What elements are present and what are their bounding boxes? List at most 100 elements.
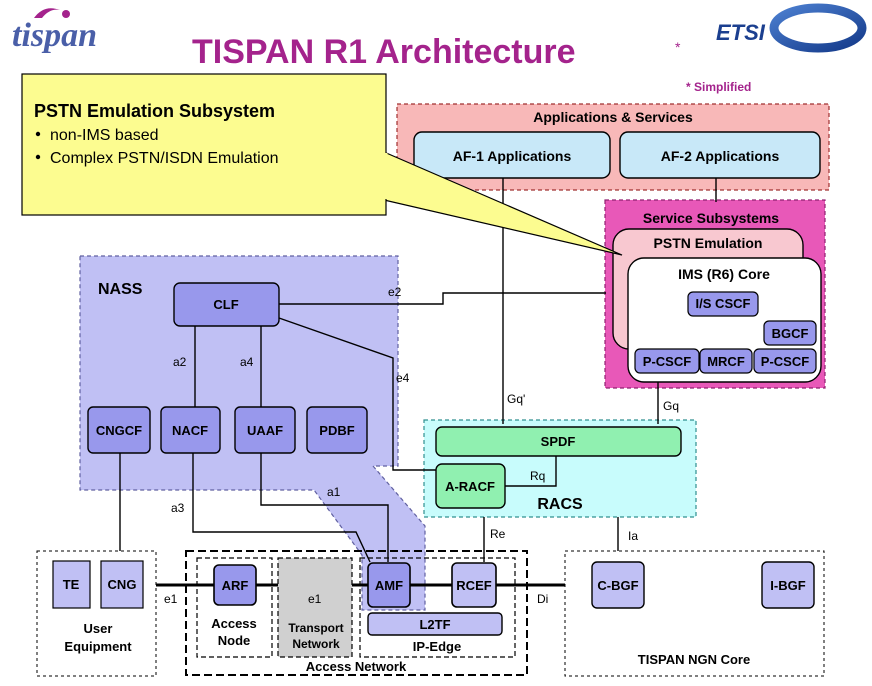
cngcf-label: CNGCF [96, 423, 142, 438]
tispan-logo-dot [62, 10, 70, 18]
link-label-a2: a2 [173, 355, 187, 369]
mrcf-label: MRCF [707, 354, 745, 369]
tispan-logo-text: tispan [12, 17, 97, 54]
link-a3 [192, 453, 371, 563]
link-label-ia: Ia [628, 529, 638, 543]
link-label-a4: a4 [240, 355, 254, 369]
callout-title: PSTN Emulation Subsystem [34, 101, 275, 121]
link-label-re: Re [490, 527, 506, 541]
link-e2 [279, 292, 606, 305]
bgcf-node[interactable] [763, 320, 817, 346]
af1-applications-label: AF-1 Applications [453, 148, 572, 164]
i-bgf-label: I-BGF [770, 578, 805, 593]
callout-bullet-dot-2 [35, 154, 41, 160]
link-a1 [260, 453, 389, 562]
cng-node[interactable] [100, 560, 144, 609]
p-cscf-label-1: P-CSCF [643, 354, 691, 369]
ip-edge-group [359, 557, 516, 658]
link-e4 [278, 317, 436, 471]
l2tf-label: L2TF [419, 617, 450, 632]
link-rq [505, 456, 557, 487]
ip-edge-label: IP-Edge [413, 639, 461, 654]
service-subsystems-title: Service Subsystems [643, 210, 779, 226]
tispan-logo-swoosh [34, 8, 60, 18]
uaaf-label: UAAF [247, 423, 283, 438]
rcef-label: RCEF [456, 578, 491, 593]
amf-node[interactable] [367, 562, 411, 608]
ngn-core-label: TISPAN NGN Core [638, 652, 750, 667]
spdf-label: SPDF [541, 434, 576, 449]
access-network-label: Access Network [306, 659, 407, 674]
amf-label: AMF [375, 578, 403, 593]
callout-bullet-dot-1 [35, 131, 41, 137]
link-label-rq: Rq [530, 469, 545, 483]
ims-core-label: IMS (R6) Core [678, 266, 770, 282]
pstn-emulation-label: PSTN Emulation [654, 235, 763, 251]
title-asterisk: * [675, 39, 681, 55]
af2-applications-box[interactable] [619, 131, 821, 179]
link-label-e1-left: e1 [164, 592, 178, 606]
uaaf-node[interactable] [234, 406, 296, 454]
simplified-note: * Simplified [686, 80, 751, 94]
user-equipment-label-1: User [84, 621, 113, 636]
link-label-di: Di [537, 592, 548, 606]
page-title: TISPAN R1 Architecture [192, 33, 576, 71]
p-cscf-node-2[interactable] [753, 348, 817, 374]
link-label-e2: e2 [388, 285, 402, 299]
link-label-a3: a3 [171, 501, 185, 515]
nacf-label: NACF [172, 423, 208, 438]
etsi-logo-text: ETSI [716, 20, 766, 45]
callout-bullet-1: non-IMS based [50, 127, 159, 144]
clf-node[interactable] [173, 282, 280, 327]
access-node-group [196, 557, 273, 658]
link-label-e4: e4 [396, 371, 410, 385]
transport-network-label-2: Network [292, 637, 340, 651]
callout-bullet-2: Complex PSTN/ISDN Emulation [50, 150, 279, 167]
arf-label: ARF [222, 578, 249, 593]
a-racf-label: A-RACF [445, 479, 495, 494]
is-cscf-label: I/S CSCF [696, 296, 751, 311]
transport-network-box [277, 557, 353, 658]
cng-label: CNG [108, 577, 137, 592]
applications-services-title: Applications & Services [533, 109, 693, 125]
is-cscf-node[interactable] [687, 291, 759, 317]
c-bgf-node[interactable] [591, 561, 645, 609]
rcef-node[interactable] [451, 562, 497, 608]
pdbf-node[interactable] [306, 406, 368, 454]
arf-node[interactable] [213, 564, 257, 606]
af2-applications-label: AF-2 Applications [661, 148, 780, 164]
af1-applications-box[interactable] [413, 131, 611, 179]
user-equipment-label-2: Equipment [64, 639, 132, 654]
callout: PSTN Emulation Subsystem non-IMS based C… [21, 73, 623, 256]
spdf-node[interactable] [435, 426, 682, 457]
nass-title: NASS [98, 281, 143, 298]
access-node-label-1: Access [211, 616, 257, 631]
etsi-logo-swirl [788, 14, 847, 35]
te-node[interactable] [52, 560, 91, 609]
pdbf-label: PDBF [319, 423, 354, 438]
link-label-a1: a1 [327, 485, 341, 499]
tispan-logo: tispan [12, 8, 97, 54]
cngcf-node[interactable] [87, 406, 151, 454]
p-cscf-label-2: P-CSCF [761, 354, 809, 369]
etsi-logo-ring [769, 3, 867, 53]
link-label-gq-prime: Gq' [507, 392, 525, 406]
mrcf-node[interactable] [699, 348, 753, 374]
c-bgf-label: C-BGF [597, 578, 638, 593]
p-cscf-node-1[interactable] [634, 348, 700, 374]
link-label-gq: Gq [663, 399, 679, 413]
a-racf-node[interactable] [435, 463, 506, 509]
l2tf-node[interactable] [367, 612, 503, 636]
clf-label: CLF [213, 297, 238, 312]
nacf-node[interactable] [160, 406, 221, 454]
access-node-label-2: Node [218, 633, 251, 648]
access-network-group [185, 550, 528, 676]
i-bgf-node[interactable] [761, 561, 815, 609]
bgcf-label: BGCF [772, 326, 809, 341]
link-label-e1-mid: e1 [308, 592, 322, 606]
transport-network-label-1: Transport [288, 621, 343, 635]
te-label: TE [63, 577, 80, 592]
racs-title: RACS [537, 496, 583, 513]
etsi-logo: ETSI [716, 3, 867, 53]
